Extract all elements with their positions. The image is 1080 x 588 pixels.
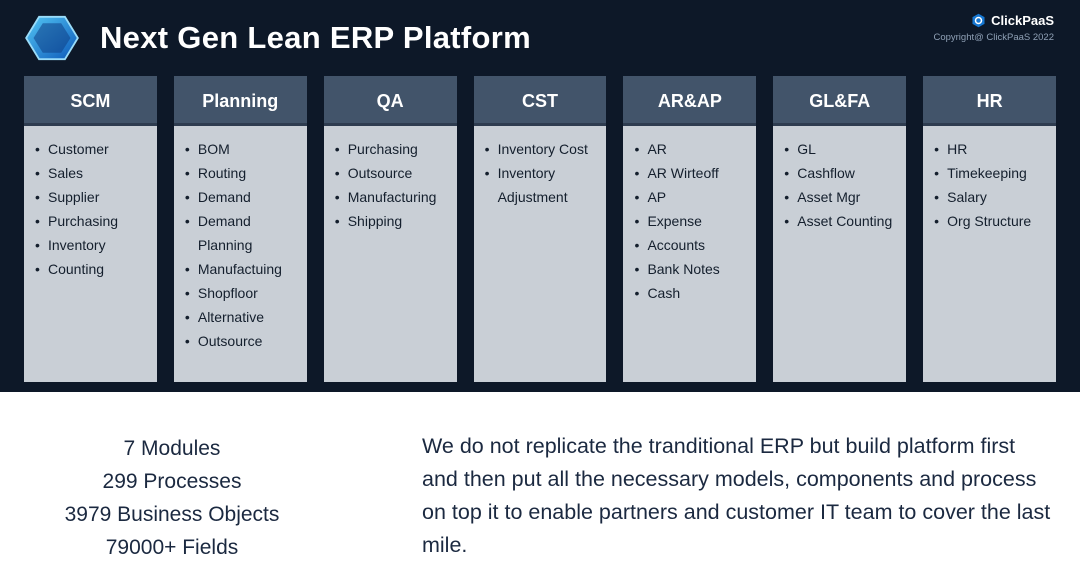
stat-line: 3979 Business Objects bbox=[64, 503, 280, 526]
module-item: Salary bbox=[934, 185, 1050, 209]
module-column-title: HR bbox=[976, 90, 1003, 111]
module-item: Asset Mgr bbox=[784, 185, 900, 209]
module-column-header: GL&FA bbox=[773, 76, 907, 126]
brand-name: ClickPaaS bbox=[991, 13, 1054, 28]
module-item: GL bbox=[784, 137, 900, 161]
stat-line: 7 Modules bbox=[123, 437, 221, 460]
module-column-header: AR&AP bbox=[623, 76, 757, 126]
module-item: Routing bbox=[185, 161, 301, 185]
module-column-header: CST bbox=[473, 76, 607, 126]
module-column-title: SCM bbox=[70, 90, 111, 111]
module-item: Alternative bbox=[185, 305, 301, 329]
module-item: Timekeeping bbox=[934, 161, 1050, 185]
module-column-body: ARAR WirteoffAPExpenseAccountsBank Notes… bbox=[623, 126, 757, 382]
module-item: Inventory Adjustment bbox=[485, 161, 601, 209]
module-item: Supplier bbox=[35, 185, 151, 209]
module-column-title: QA bbox=[376, 90, 404, 111]
module-column-header: SCM bbox=[24, 76, 157, 126]
module-item: Outsource bbox=[185, 329, 301, 353]
module-column: AR&AP ARAR WirteoffAPExpenseAccountsBank… bbox=[623, 76, 757, 382]
module-item: Asset Counting bbox=[784, 209, 900, 233]
module-column-body: PurchasingOutsourceManufacturingShipping bbox=[323, 126, 457, 382]
module-column-title: AR&AP bbox=[657, 90, 722, 111]
module-column-body: CustomerSalesSupplierPurchasingInventory… bbox=[24, 126, 157, 382]
bottom-section: 7 Modules 299 Processes 3979 Business Obje… bbox=[0, 392, 1080, 588]
module-list: HRTimekeepingSalaryOrg Structure bbox=[934, 137, 1050, 233]
stat-line: 79000+ Fields bbox=[105, 536, 239, 559]
module-column-body: HRTimekeepingSalaryOrg Structure bbox=[923, 126, 1057, 382]
module-item: AP bbox=[634, 185, 750, 209]
hexagon-logo-icon bbox=[25, 15, 79, 61]
module-column: Planning BOMRoutingDemandDemand Planning… bbox=[173, 76, 307, 382]
module-item: Manufacturing bbox=[335, 185, 451, 209]
module-list: Inventory CostInventory Adjustment bbox=[485, 137, 601, 209]
module-list: GLCashflowAsset MgrAsset Counting bbox=[784, 137, 900, 233]
module-column-title: GL&FA bbox=[809, 90, 871, 111]
module-item: Inventory bbox=[35, 233, 151, 257]
module-list: CustomerSalesSupplierPurchasingInventory… bbox=[35, 137, 151, 281]
module-item: Inventory Cost bbox=[485, 137, 601, 161]
stats-block: 7 Modules 299 Processes 3979 Business Obje… bbox=[0, 392, 344, 588]
module-item: Customer bbox=[35, 137, 151, 161]
module-item: BOM bbox=[185, 137, 301, 161]
module-column-header: Planning bbox=[173, 76, 307, 126]
module-column-body: GLCashflowAsset MgrAsset Counting bbox=[773, 126, 907, 382]
module-column: GL&FA GLCashflowAsset MgrAsset Counting bbox=[773, 76, 907, 382]
module-list: PurchasingOutsourceManufacturingShipping bbox=[335, 137, 451, 233]
module-column: HR HRTimekeepingSalaryOrg Structure bbox=[923, 76, 1057, 382]
stat-line: 299 Processes bbox=[102, 470, 242, 493]
module-item: AR Wirteoff bbox=[634, 161, 750, 185]
title-bar: Next Gen Lean ERP Platform ClickPaaS Cop… bbox=[24, 0, 1056, 76]
module-item: Demand bbox=[185, 185, 301, 209]
module-item: Purchasing bbox=[335, 137, 451, 161]
module-column: QA PurchasingOutsourceManufacturingShipp… bbox=[323, 76, 457, 382]
module-item: Accounts bbox=[634, 233, 750, 257]
module-list: ARAR WirteoffAPExpenseAccountsBank Notes… bbox=[634, 137, 750, 305]
module-item: Cashflow bbox=[784, 161, 900, 185]
module-item: Purchasing bbox=[35, 209, 151, 233]
module-column-body: Inventory CostInventory Adjustment bbox=[473, 126, 607, 382]
module-column-header: HR bbox=[923, 76, 1057, 126]
module-item: Outsource bbox=[335, 161, 451, 185]
module-item: Manufactuing bbox=[185, 257, 301, 281]
module-item: AR bbox=[634, 137, 750, 161]
module-item: Bank Notes bbox=[634, 257, 750, 281]
module-column-title: Planning bbox=[202, 90, 279, 111]
module-item: HR bbox=[934, 137, 1050, 161]
module-column-title: CST bbox=[522, 90, 558, 111]
module-list: BOMRoutingDemandDemand PlanningManufactu… bbox=[185, 137, 301, 353]
module-column-header: QA bbox=[323, 76, 457, 126]
module-item: Shipping bbox=[335, 209, 451, 233]
description-text: We do not replicate the tranditional ERP… bbox=[422, 434, 1051, 557]
clickpaas-hexagon-icon bbox=[972, 13, 985, 28]
module-item: Org Structure bbox=[934, 209, 1050, 233]
module-item: Expense bbox=[634, 209, 750, 233]
module-column: SCM CustomerSalesSupplierPurchasingInven… bbox=[24, 76, 157, 382]
module-columns: SCM CustomerSalesSupplierPurchasingInven… bbox=[24, 76, 1057, 382]
module-item: Counting bbox=[35, 257, 151, 281]
page-title: Next Gen Lean ERP Platform bbox=[100, 20, 532, 55]
brand-block: ClickPaaS Copyright@ ClickPaaS 2022 bbox=[933, 13, 1054, 43]
module-item: Sales bbox=[35, 161, 151, 185]
module-column: CST Inventory CostInventory Adjustment bbox=[473, 76, 607, 382]
copyright-text: Copyright@ ClickPaaS 2022 bbox=[933, 32, 1054, 43]
module-column-body: BOMRoutingDemandDemand PlanningManufactu… bbox=[173, 126, 307, 382]
module-item: Shopfloor bbox=[185, 281, 301, 305]
module-item: Demand Planning bbox=[185, 209, 301, 257]
top-section: Next Gen Lean ERP Platform ClickPaaS Cop… bbox=[0, 0, 1080, 392]
module-item: Cash bbox=[634, 281, 750, 305]
